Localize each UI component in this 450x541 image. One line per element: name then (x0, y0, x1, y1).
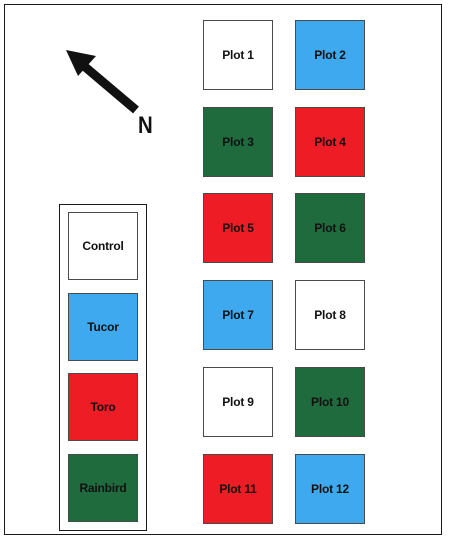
plot-12: Plot 12 (295, 454, 365, 524)
plot-1: Plot 1 (203, 20, 273, 90)
north-label: N (138, 112, 153, 139)
plot-5: Plot 5 (203, 193, 273, 263)
north-arrow-icon (66, 50, 139, 114)
plot-3: Plot 3 (203, 107, 273, 177)
legend-item-toro: Toro (68, 373, 138, 441)
plot-9: Plot 9 (203, 367, 273, 437)
plot-10: Plot 10 (295, 367, 365, 437)
plot-8: Plot 8 (295, 280, 365, 350)
legend-item-tucor: Tucor (68, 293, 138, 361)
plot-7: Plot 7 (203, 280, 273, 350)
plot-2: Plot 2 (295, 20, 365, 90)
legend-item-rainbird: Rainbird (68, 454, 138, 522)
plot-4: Plot 4 (295, 107, 365, 177)
plot-11: Plot 11 (203, 454, 273, 524)
plot-6: Plot 6 (295, 193, 365, 263)
legend-item-control: Control (68, 212, 138, 280)
